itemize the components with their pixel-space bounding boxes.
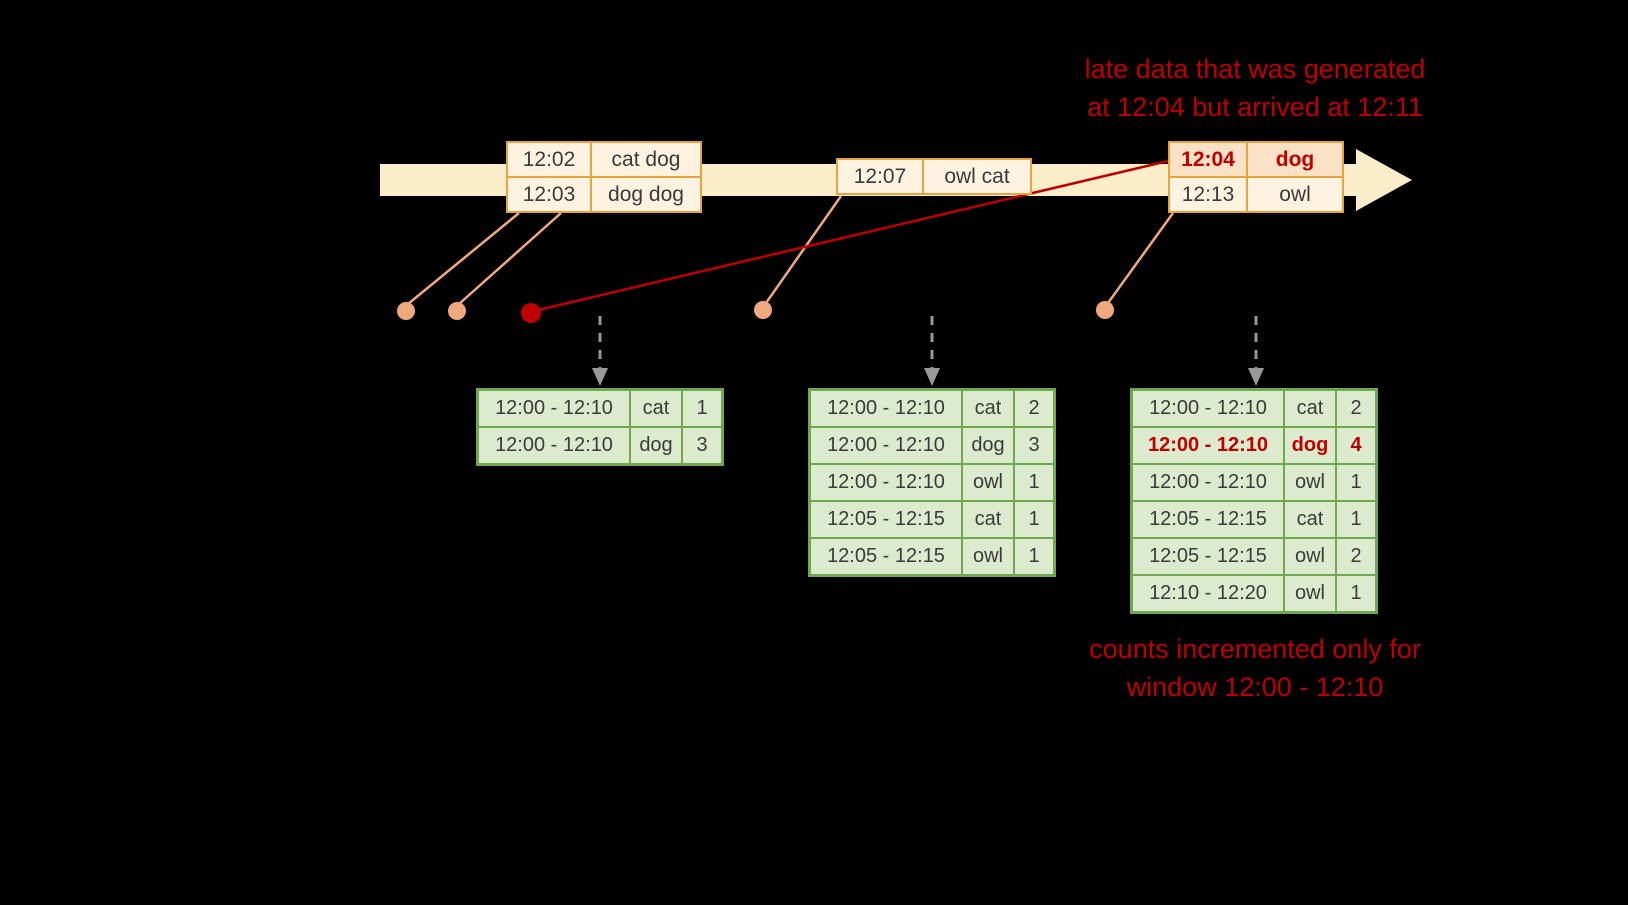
result-table-1: 12:00 - 12:10 cat 1 12:00 - 12:10 dog 3 (476, 388, 724, 466)
event-dot (397, 302, 415, 320)
event-box-1207: 12:07 owl cat (836, 158, 1032, 195)
event-time: 12:03 (508, 178, 590, 211)
result-count: 1 (1015, 539, 1053, 574)
result-word: cat (1285, 391, 1335, 426)
result-count: 2 (1337, 391, 1375, 426)
result-count: 2 (1015, 391, 1053, 426)
result-window: 12:00 - 12:10 (811, 391, 961, 426)
late-data-line (533, 159, 1169, 313)
event-dot (1096, 301, 1114, 319)
result-word: cat (631, 391, 681, 426)
result-count: 3 (1015, 428, 1053, 463)
result-window: 12:05 - 12:15 (811, 502, 961, 537)
result-window: 12:00 - 12:10 (479, 391, 629, 426)
result-count: 2 (1337, 539, 1375, 574)
result-window: 12:00 - 12:10 (1133, 391, 1283, 426)
result-window: 12:00 - 12:10 (1133, 465, 1283, 500)
event-time: 12:13 (1170, 178, 1246, 211)
late-data-annotation-line1: late data that was generated (1084, 54, 1426, 84)
result-word: owl (1285, 539, 1335, 574)
result-count: 1 (1337, 502, 1375, 537)
late-event-words: dog (1248, 143, 1342, 176)
result-word: owl (1285, 576, 1335, 611)
late-data-annotation-line2: at 12:04 but arrived at 12:11 (1087, 92, 1423, 122)
event-words: owl (1248, 178, 1342, 211)
event-dot (754, 301, 772, 319)
event-time: 12:07 (838, 160, 922, 193)
event-box-late-1204: 12:04 dog 12:13 owl (1168, 141, 1344, 213)
late-data-annotation: late data that was generated at 12:04 bu… (1020, 50, 1490, 126)
event-connector-line (1106, 212, 1175, 304)
trigger-arrowhead-icon (1248, 368, 1264, 386)
result-word: dog (631, 428, 681, 463)
result-window: 12:05 - 12:15 (1133, 502, 1283, 537)
result-count-updated: 4 (1337, 428, 1375, 463)
result-table-2: 12:00 - 12:10 cat 2 12:00 - 12:10 dog 3 … (808, 388, 1056, 577)
event-connector-line (407, 212, 520, 305)
result-count: 1 (683, 391, 721, 426)
event-connector-line (458, 212, 562, 305)
event-dot (448, 302, 466, 320)
event-words: owl cat (924, 160, 1030, 193)
event-connector-line (764, 195, 843, 304)
late-event-time: 12:04 (1170, 143, 1246, 176)
result-count: 1 (1015, 465, 1053, 500)
late-event-dot (521, 303, 541, 323)
event-words: cat dog (592, 143, 700, 176)
result-word: cat (1285, 502, 1335, 537)
result-window-updated: 12:00 - 12:10 (1133, 428, 1283, 463)
counts-incremented-annotation-line1: counts incremented only for (1089, 634, 1421, 664)
result-window: 12:00 - 12:10 (479, 428, 629, 463)
result-word: owl (963, 465, 1013, 500)
result-count: 1 (1337, 576, 1375, 611)
trigger-arrowhead-icon (924, 368, 940, 386)
result-window: 12:00 - 12:10 (811, 465, 961, 500)
result-count: 3 (683, 428, 721, 463)
result-word-updated: dog (1285, 428, 1335, 463)
trigger-arrowhead-icon (592, 368, 608, 386)
result-word: cat (963, 391, 1013, 426)
result-window: 12:05 - 12:15 (1133, 539, 1283, 574)
result-word: owl (1285, 465, 1335, 500)
result-window: 12:00 - 12:10 (811, 428, 961, 463)
event-words: dog dog (592, 178, 700, 211)
result-word: cat (963, 502, 1013, 537)
event-box-1202: 12:02 cat dog 12:03 dog dog (506, 141, 702, 213)
result-word: dog (963, 428, 1013, 463)
result-window: 12:05 - 12:15 (811, 539, 961, 574)
result-word: owl (963, 539, 1013, 574)
result-table-3: 12:00 - 12:10 cat 2 12:00 - 12:10 dog 4 … (1130, 388, 1378, 614)
result-count: 1 (1015, 502, 1053, 537)
counts-incremented-annotation: counts incremented only for window 12:00… (1020, 630, 1490, 706)
counts-incremented-annotation-line2: window 12:00 - 12:10 (1126, 672, 1384, 702)
event-time: 12:02 (508, 143, 590, 176)
result-window: 12:10 - 12:20 (1133, 576, 1283, 611)
result-count: 1 (1337, 465, 1375, 500)
